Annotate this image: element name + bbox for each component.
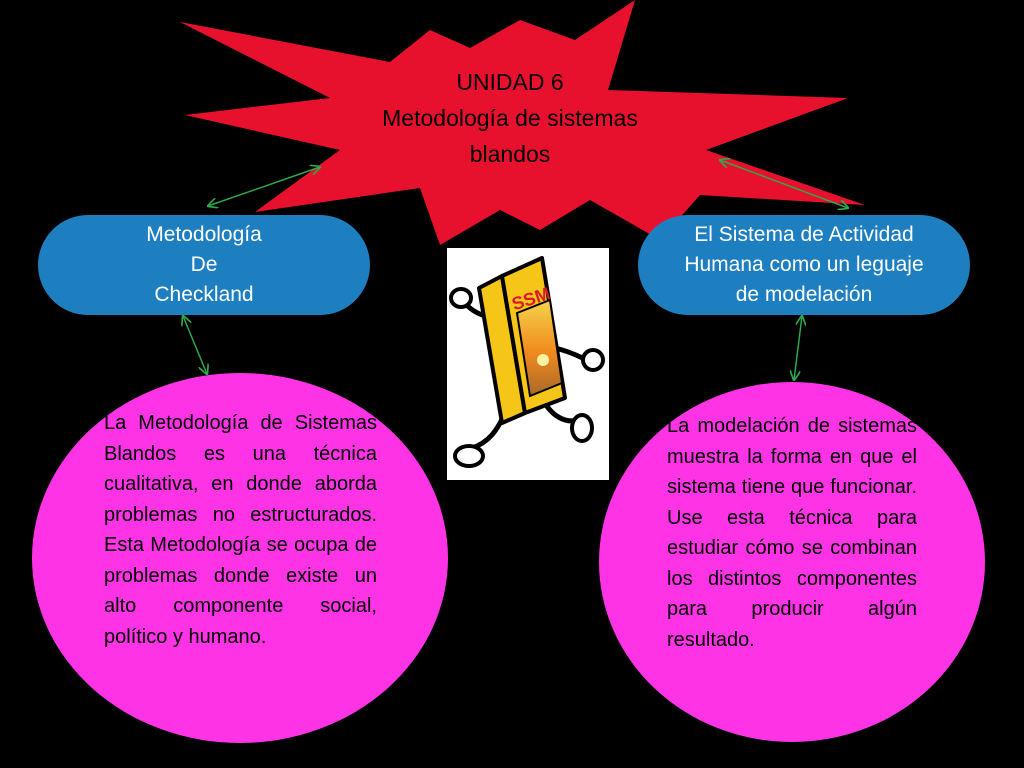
left-node-label: Metodología De Checkland — [146, 223, 262, 306]
left-node-pill: Metodología De Checkland — [38, 215, 370, 315]
center-title-line-1: UNIDAD 6 — [456, 69, 564, 95]
arrow-star-right-node — [720, 160, 848, 208]
left-description-circle — [32, 373, 448, 743]
arrow-right-node-circle — [794, 316, 802, 380]
right-description-circle — [599, 382, 985, 742]
center-title: UNIDAD 6 Metodología de sistemas blandos — [330, 64, 690, 172]
center-title-line-2: Metodología de sistemas — [382, 105, 638, 131]
center-title-line-3: blandos — [469, 141, 551, 167]
right-description-text: La modelación de sistemas muestra la for… — [667, 415, 917, 651]
arrow-star-left-node — [208, 167, 320, 206]
right-node-label: El Sistema de Actividad Humana como un l… — [684, 223, 924, 306]
left-description-text: La Metodología de Sistemas Blandos es un… — [104, 412, 377, 648]
ssm-illustration: SSM — [447, 248, 609, 480]
right-node-pill: El Sistema de Actividad Humana como un l… — [638, 215, 970, 315]
running-book-icon: SSM — [449, 256, 605, 468]
arrow-left-node-circle — [183, 316, 207, 374]
title-starburst — [180, 0, 865, 245]
